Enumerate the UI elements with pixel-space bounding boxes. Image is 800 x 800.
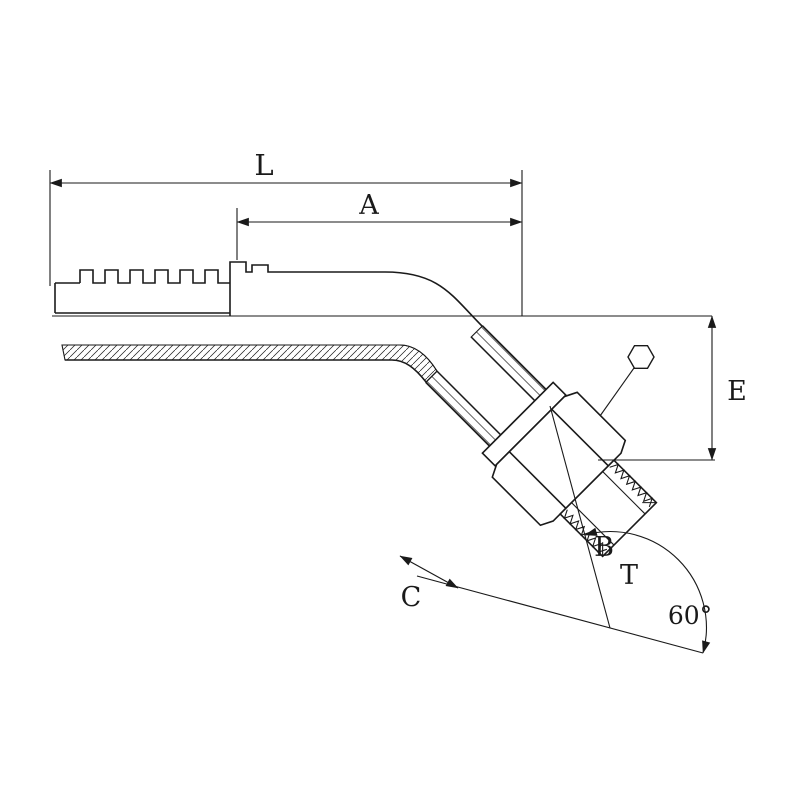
cone-edge-line-shallow (416, 575, 704, 654)
neck-bore-edge-bottom (436, 370, 502, 436)
neck-outer-edge-bottom (425, 381, 491, 447)
dim-c-line (399, 555, 459, 589)
hex-leader-line (599, 367, 635, 417)
neck-lower-wall-hatch (425, 370, 502, 447)
angle-label-60: 60° (668, 601, 712, 630)
branch-45deg (425, 325, 658, 558)
thread-bore-top (602, 471, 646, 515)
lower-outer-wall-line (65, 359, 427, 383)
dimension-c: C (399, 555, 459, 613)
stop-collar-and-body-top (229, 261, 483, 327)
hose-barb-serrations (79, 269, 230, 284)
neck-outer-edge-top (481, 325, 547, 391)
hex-flat-line-bottom (508, 451, 567, 509)
neck-upper-wall-hatch (470, 325, 547, 402)
fitting-body (52, 261, 712, 558)
hexagon-icon (627, 345, 655, 369)
dim-label-e: E (727, 376, 747, 407)
dimension-l: L (49, 148, 523, 316)
hex-nut-outline (491, 391, 627, 527)
dim-label-b: B (594, 532, 614, 563)
neck-bore-edge-top (470, 336, 536, 402)
dim-label-l: L (254, 148, 273, 182)
dimension-a: A (236, 190, 523, 260)
dim-label-t: T (620, 560, 638, 591)
dim-label-a: A (358, 190, 379, 221)
hex-flat-line-top (551, 408, 609, 467)
angle-arc (584, 527, 711, 654)
hex-swivel-nut (491, 391, 627, 527)
hose-tail-tip (54, 282, 230, 314)
dimension-e: E (598, 315, 747, 461)
cone-angle-annotation: B T 60° (416, 405, 712, 654)
sectioned-lower-wall-hatch (61, 344, 438, 383)
dim-label-c: C (401, 582, 422, 613)
thread-crests-top (609, 463, 654, 508)
hex-symbol (599, 345, 655, 417)
